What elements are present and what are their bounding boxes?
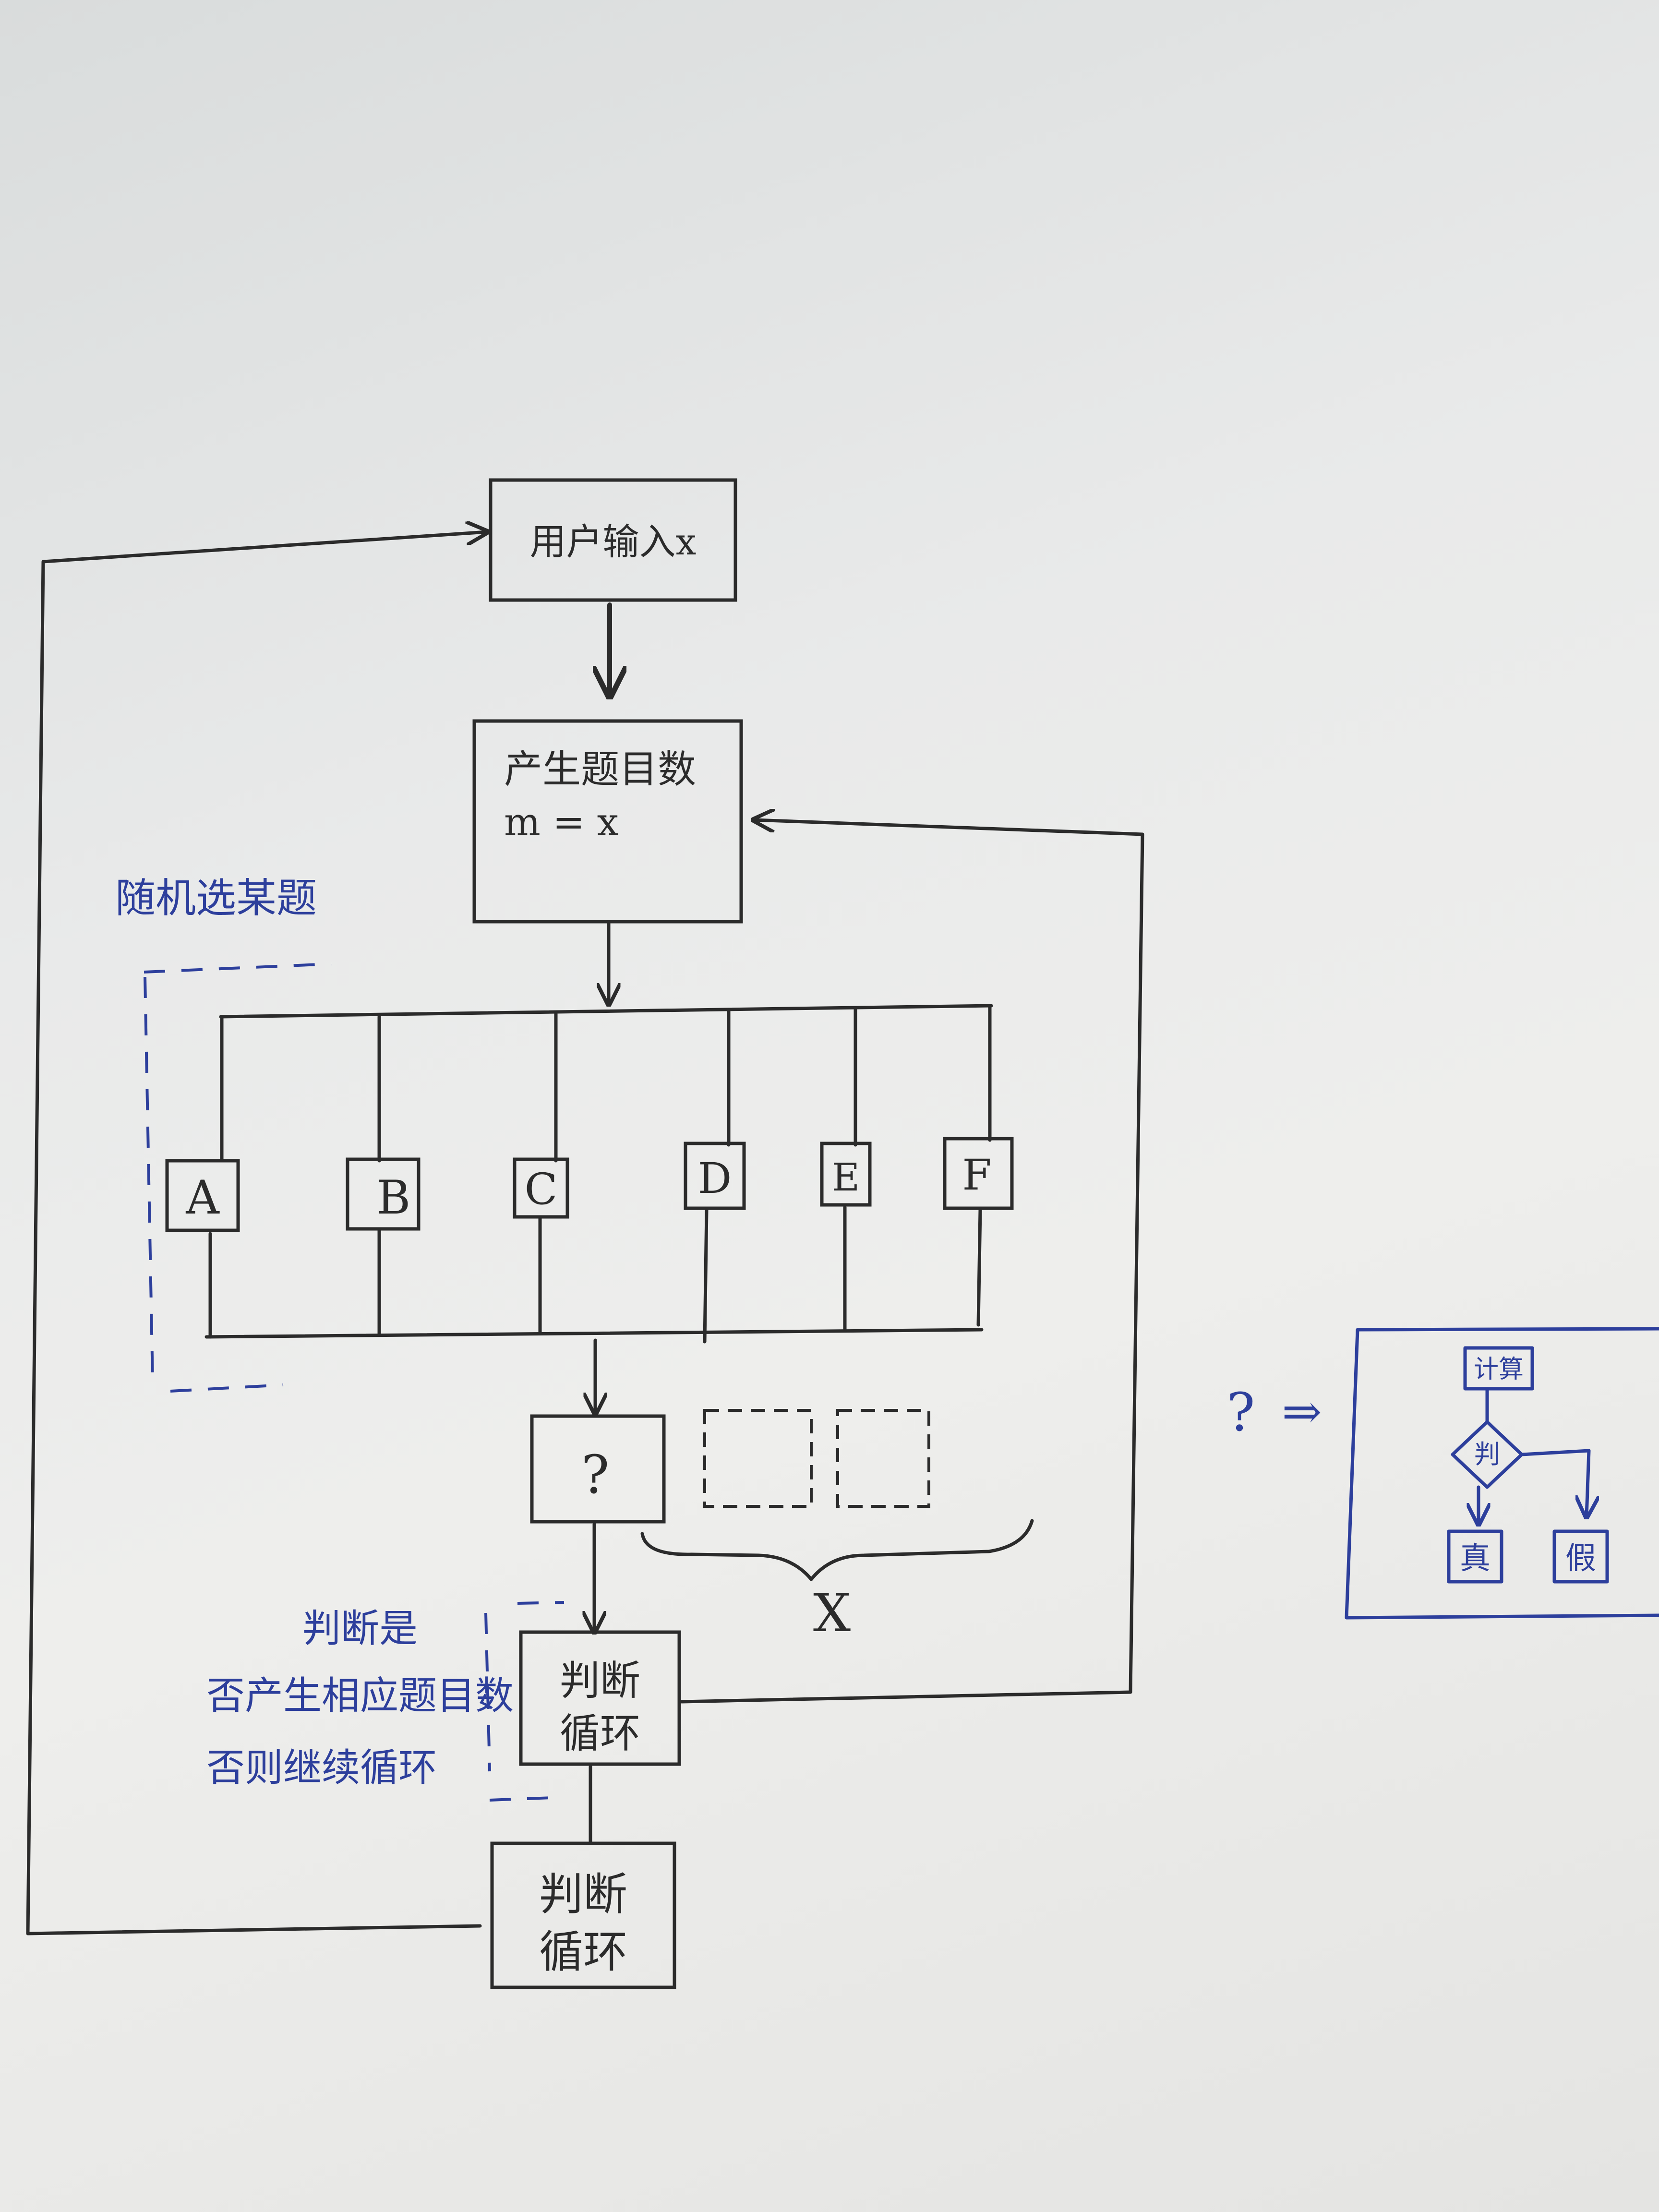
side-false-arrow — [1520, 1449, 1589, 1517]
side-compute-box — [1463, 1346, 1534, 1391]
choice-box — [513, 1157, 569, 1219]
choice-b: B — [346, 1015, 421, 1336]
judge-note-line1: 判断是 — [302, 1606, 418, 1651]
question-box — [530, 1414, 666, 1524]
judge-note-line2: 否产生相应题目数 — [206, 1673, 514, 1718]
choice-label: A — [185, 1171, 220, 1225]
side-true-label: 真 — [1460, 1541, 1491, 1576]
side-compute-label: 计算 — [1474, 1355, 1524, 1384]
placeholder-slot — [703, 1409, 813, 1508]
random-select-label: 随机选某题 — [115, 875, 317, 922]
input-node: 用户输入x — [489, 478, 737, 602]
choice-e: E — [820, 1006, 872, 1333]
choice-box — [165, 1159, 240, 1232]
side-panel-frame — [1345, 1327, 1659, 1620]
side-false-box — [1552, 1529, 1609, 1584]
input-box — [489, 478, 737, 602]
choices-top-bus — [219, 1004, 993, 1019]
choice-label: F — [962, 1150, 991, 1200]
count-brace — [640, 1519, 1034, 1581]
final-node: 判断 循环 — [490, 1841, 676, 1989]
random-select-bracket-top — [144, 962, 332, 974]
choices-bottom-bus — [204, 1328, 984, 1339]
judge-box-line1: 判断 — [560, 1657, 640, 1704]
inner-loop-connector — [680, 820, 1144, 1704]
question-mark: ? — [581, 1444, 610, 1505]
judge-node: 判断 循环 — [519, 1630, 681, 1766]
question-slots: ? — [530, 1409, 930, 1524]
input-box-label: 用户输入x — [530, 520, 697, 563]
final-box-line1: 判断 — [539, 1869, 627, 1920]
generate-node: 产生题目数 m = x — [472, 719, 743, 924]
random-select-bracket-left — [144, 976, 154, 1383]
side-question-mark: ? — [1227, 1382, 1255, 1443]
final-box — [490, 1841, 676, 1989]
choice-f: F — [943, 1005, 1014, 1327]
choice-box — [943, 1137, 1014, 1210]
outer-loop-connector — [26, 532, 487, 1936]
side-implies-arrow: ⇒ — [1282, 1383, 1322, 1440]
random-select-bracket-bottom — [170, 1383, 284, 1393]
placeholder-slot — [836, 1409, 930, 1508]
choice-a: A — [165, 1015, 240, 1339]
count-brace-label: X — [813, 1582, 851, 1644]
annotation-bracket — [484, 1601, 565, 1802]
choice-c: C — [513, 1012, 569, 1335]
choice-d: D — [684, 1009, 746, 1344]
generate-box-line2: m = x — [504, 800, 619, 844]
final-box-line2: 循环 — [539, 1926, 627, 1978]
judge-box-line2: 循环 — [560, 1710, 640, 1757]
choice-box — [820, 1142, 872, 1207]
choice-box — [684, 1142, 746, 1210]
choice-box — [346, 1157, 421, 1231]
judge-annotation: 判断是 否产生相应题目数 否则继续循环 — [206, 1601, 565, 1802]
side-legend: ? ⇒ 计算 判 真 假 — [1227, 1327, 1659, 1620]
side-decision-diamond — [1451, 1420, 1524, 1489]
judge-box — [519, 1630, 681, 1766]
generate-box-line1: 产生题目数 — [504, 747, 696, 792]
judge-note-line3: 否则继续循环 — [206, 1745, 437, 1790]
choice-label: D — [698, 1154, 732, 1203]
side-false-label: 假 — [1565, 1541, 1596, 1576]
side-true-box — [1447, 1529, 1503, 1584]
choice-label: C — [525, 1164, 558, 1214]
choice-label: E — [832, 1155, 860, 1200]
side-decision-label: 判 — [1474, 1439, 1500, 1469]
choice-label: B — [377, 1171, 411, 1225]
choice-branches: A B C D E F — [165, 1005, 1014, 1344]
